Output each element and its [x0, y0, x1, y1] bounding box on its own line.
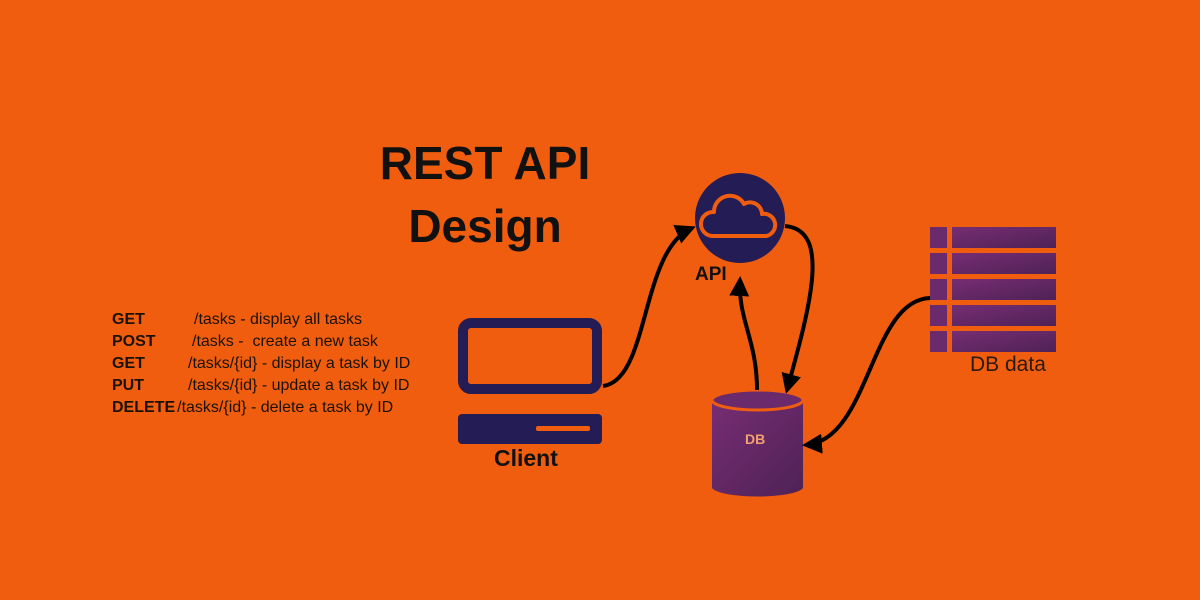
endpoint-method: DELETE: [112, 399, 176, 416]
page-subtitle: Design: [408, 200, 562, 252]
page-title: REST API: [379, 137, 591, 189]
db-data-table-icon: [930, 227, 1056, 352]
client-label: Client: [494, 445, 558, 471]
endpoint-method: GET: [112, 311, 145, 328]
endpoint-method: PUT: [112, 377, 144, 394]
db-label: DB: [745, 431, 766, 447]
endpoint-item: GET/tasks - display all tasks: [112, 309, 410, 331]
endpoint-path: /tasks - create a new task: [192, 333, 378, 350]
database-icon: [710, 388, 805, 497]
api-cloud-icon: [695, 173, 785, 263]
endpoint-path: /tasks - display all tasks: [194, 311, 363, 328]
arrow-dbdata-to-db: [802, 296, 931, 454]
api-label: API: [695, 264, 727, 285]
client-computer-icon: [458, 318, 602, 444]
endpoint-item: POST/tasks - create a new task: [112, 331, 410, 353]
arrow-client-to-api: [602, 225, 696, 388]
endpoint-method: GET: [112, 355, 145, 372]
endpoint-path: /tasks/{id} - update a task by ID: [188, 377, 410, 394]
endpoint-path: /tasks/{id} - display a task by ID: [188, 355, 411, 372]
endpoint-method: POST: [112, 333, 156, 350]
endpoint-item: DELETE/tasks/{id} - delete a task by ID: [112, 397, 410, 419]
endpoint-item: PUT/tasks/{id} - update a task by ID: [112, 375, 410, 397]
db-data-label: DB data: [970, 353, 1046, 376]
arrow-db-to-api: [729, 276, 759, 391]
endpoint-item: GET/tasks/{id} - display a task by ID: [112, 353, 410, 375]
endpoint-path: /tasks/{id} - delete a task by ID: [177, 399, 394, 416]
arrow-api-to-db: [781, 224, 815, 394]
endpoint-list: GET/tasks - display all tasks POST/tasks…: [112, 309, 410, 419]
